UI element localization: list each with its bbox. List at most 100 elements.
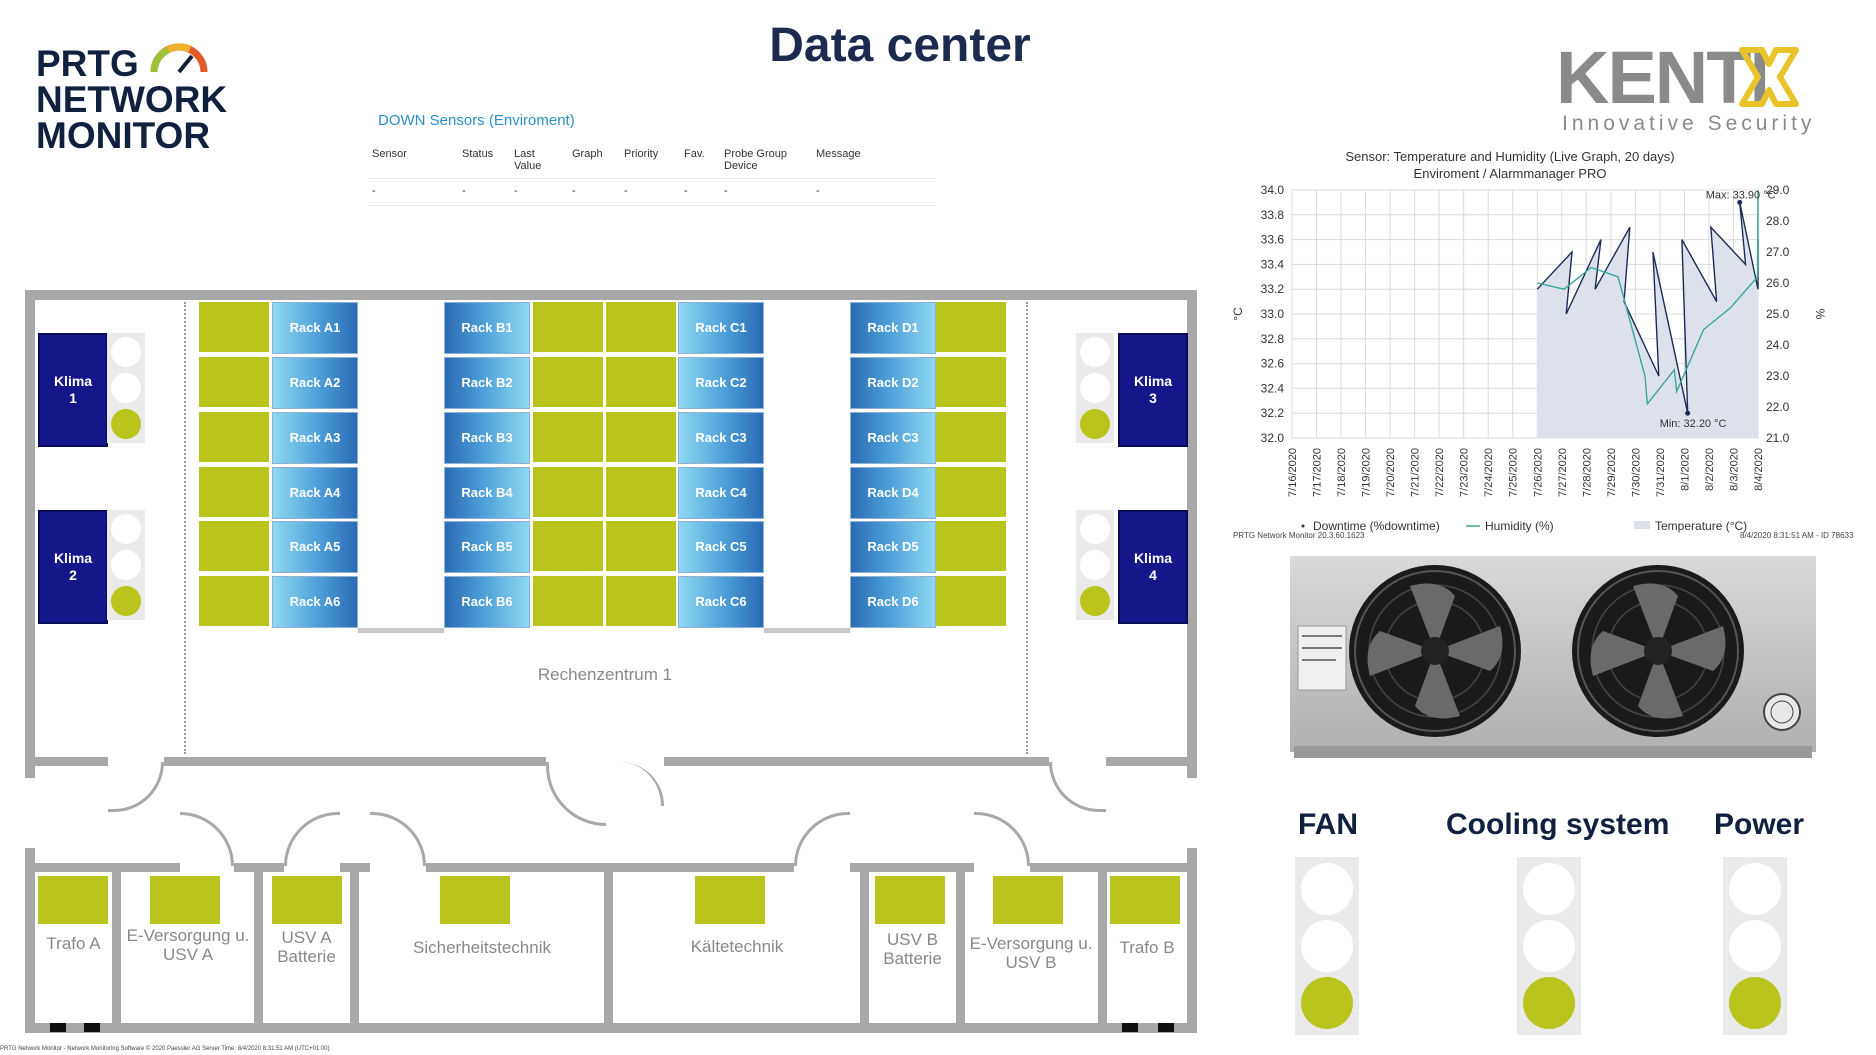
- kentix-x-icon: [1739, 47, 1799, 107]
- door: [370, 812, 426, 866]
- cooling-traffic-light[interactable]: [1517, 857, 1581, 1035]
- zone-line: [1026, 302, 1028, 754]
- wall: [25, 757, 108, 766]
- rack-c6[interactable]: Rack C6: [678, 576, 764, 628]
- wall: [112, 863, 121, 1028]
- rack-a3[interactable]: Rack A3: [272, 412, 358, 464]
- y-right-tick-label: 22.0: [1766, 400, 1790, 414]
- fan-unit-image: [1290, 556, 1816, 758]
- klima-1[interactable]: Klima 1: [38, 333, 108, 447]
- y-right-tick-label: 25.0: [1766, 307, 1790, 321]
- y-left-tick-label: 33.8: [1261, 208, 1285, 222]
- zone-line: [184, 302, 186, 754]
- rack-a6[interactable]: Rack A6: [272, 576, 358, 628]
- rack-c3[interactable]: Rack C3: [678, 412, 764, 464]
- chart-footer-right: 8/4/2020 8:31:51 AM - ID 78633: [1740, 531, 1854, 540]
- aisle-bar: [764, 628, 850, 633]
- rack-a5[interactable]: Rack A5: [272, 521, 358, 573]
- rack-c2[interactable]: Rack C2: [678, 357, 764, 409]
- prtg-logo-line3: MONITOR: [36, 115, 211, 156]
- room-label-trafo-b[interactable]: Trafo B: [1119, 938, 1175, 957]
- col-message[interactable]: Message: [812, 146, 936, 179]
- rack-slot: [606, 576, 676, 626]
- x-tick-label: 7/22/2020: [1434, 448, 1446, 497]
- rack-b6[interactable]: Rack B6: [444, 576, 530, 628]
- x-tick-label: 7/20/2020: [1385, 448, 1397, 497]
- rack-b1[interactable]: Rack B1: [444, 302, 530, 354]
- room-label-usv-b[interactable]: USV B Batterie: [883, 930, 942, 968]
- light-off: [1729, 863, 1781, 915]
- rack-slot: [199, 302, 269, 352]
- rack-b3[interactable]: Rack B3: [444, 412, 530, 464]
- rack-d4[interactable]: Rack D4: [850, 467, 936, 519]
- col-sensor[interactable]: Sensor: [368, 146, 458, 179]
- x-tick-label: 7/19/2020: [1361, 448, 1373, 497]
- room-status-kaelte: [695, 876, 765, 924]
- fan-traffic-light[interactable]: [1295, 857, 1359, 1035]
- rack-a1[interactable]: Rack A1: [272, 302, 358, 354]
- table-header-row: Sensor Status Last Value Graph Priority …: [368, 146, 936, 179]
- x-tick-label: 7/28/2020: [1581, 448, 1593, 497]
- x-tick-label: 8/3/2020: [1728, 448, 1740, 491]
- col-status[interactable]: Status: [458, 146, 510, 179]
- rack-d1[interactable]: Rack D1: [850, 302, 936, 354]
- door: [284, 812, 340, 866]
- klima-3[interactable]: Klima 3: [1118, 333, 1188, 447]
- wall: [1098, 863, 1107, 1028]
- rack-slot: [199, 576, 269, 626]
- rack-b5[interactable]: Rack B5: [444, 521, 530, 573]
- chart-title-text: Sensor: Temperature and Humidity (Live G…: [1345, 149, 1675, 164]
- rack-slot: [606, 357, 676, 407]
- y-right-tick-label: 26.0: [1766, 276, 1790, 290]
- room-label-sicherheit[interactable]: Sicherheitstechnik: [413, 938, 551, 957]
- room-label-kaelte[interactable]: Kältetechnik: [690, 937, 784, 956]
- rack-a2[interactable]: Rack A2: [272, 357, 358, 409]
- rack-b4[interactable]: Rack B4: [444, 467, 530, 519]
- kentix-logo-word: KENTI: [1556, 36, 1770, 119]
- chart-ticks: 34.033.833.633.433.233.032.832.632.432.2…: [1231, 183, 1827, 497]
- col-priority[interactable]: Priority: [620, 146, 680, 179]
- room-status-usv-a: [272, 876, 342, 924]
- temperature-humidity-chart[interactable]: 34.033.833.633.433.233.032.832.632.432.2…: [1230, 180, 1830, 535]
- room-label-eversorgung-b[interactable]: E-Versorgung u. USV B: [969, 934, 1093, 972]
- room-label-trafo-a[interactable]: Trafo A: [46, 934, 101, 953]
- rack-slot: [533, 576, 603, 626]
- rack-d2[interactable]: Rack D2: [850, 357, 936, 409]
- y-left-tick-label: 34.0: [1261, 183, 1285, 197]
- x-tick-label: 7/17/2020: [1312, 448, 1324, 497]
- wall: [1187, 290, 1197, 778]
- room-label-usv-a[interactable]: USV A Batterie: [277, 928, 336, 966]
- col-last-value[interactable]: Last Value: [510, 146, 568, 179]
- room-status-eversorgung-b: [993, 876, 1063, 924]
- klima-2[interactable]: Klima 2: [38, 510, 108, 624]
- light-green: [1729, 977, 1781, 1029]
- page-title: Data center: [769, 19, 1031, 72]
- rack-d6[interactable]: Rack D6: [850, 576, 936, 628]
- prtg-logo: PRTG NETWORK MONITOR: [36, 32, 246, 162]
- chart-title: Sensor: Temperature and Humidity (Live G…: [1240, 148, 1780, 182]
- rack-d5[interactable]: Rack D5: [850, 521, 936, 573]
- col-graph[interactable]: Graph: [568, 146, 620, 179]
- y-left-tick-label: 33.4: [1261, 257, 1285, 271]
- rack-b2[interactable]: Rack B2: [444, 357, 530, 409]
- y-right-tick-label: 21.0: [1766, 431, 1790, 445]
- rack-c1[interactable]: Rack C1: [678, 302, 764, 354]
- table-cell: -: [458, 178, 510, 206]
- klima-4[interactable]: Klima 4: [1118, 510, 1188, 624]
- light-off: [1301, 863, 1353, 915]
- rack-slot: [936, 412, 1006, 462]
- klima-1-label: Klima 1: [53, 373, 93, 406]
- power-traffic-light[interactable]: [1723, 857, 1787, 1035]
- rack-slot: [936, 576, 1006, 626]
- rack-c4[interactable]: Rack C4: [678, 467, 764, 519]
- humidity-series: [1537, 189, 1759, 406]
- rack-slot: [606, 467, 676, 517]
- rack-slot: [533, 302, 603, 352]
- rack-c5[interactable]: Rack C5: [678, 521, 764, 573]
- down-sensors-title[interactable]: DOWN Sensors (Enviroment): [378, 112, 575, 129]
- col-fav[interactable]: Fav.: [680, 146, 720, 179]
- room-label-eversorgung-a[interactable]: E-Versorgung u. USV A: [126, 926, 250, 964]
- rack-d3[interactable]: Rack C3: [850, 412, 936, 464]
- rack-a4[interactable]: Rack A4: [272, 467, 358, 519]
- col-probe-group-device[interactable]: Probe Group Device: [720, 146, 812, 179]
